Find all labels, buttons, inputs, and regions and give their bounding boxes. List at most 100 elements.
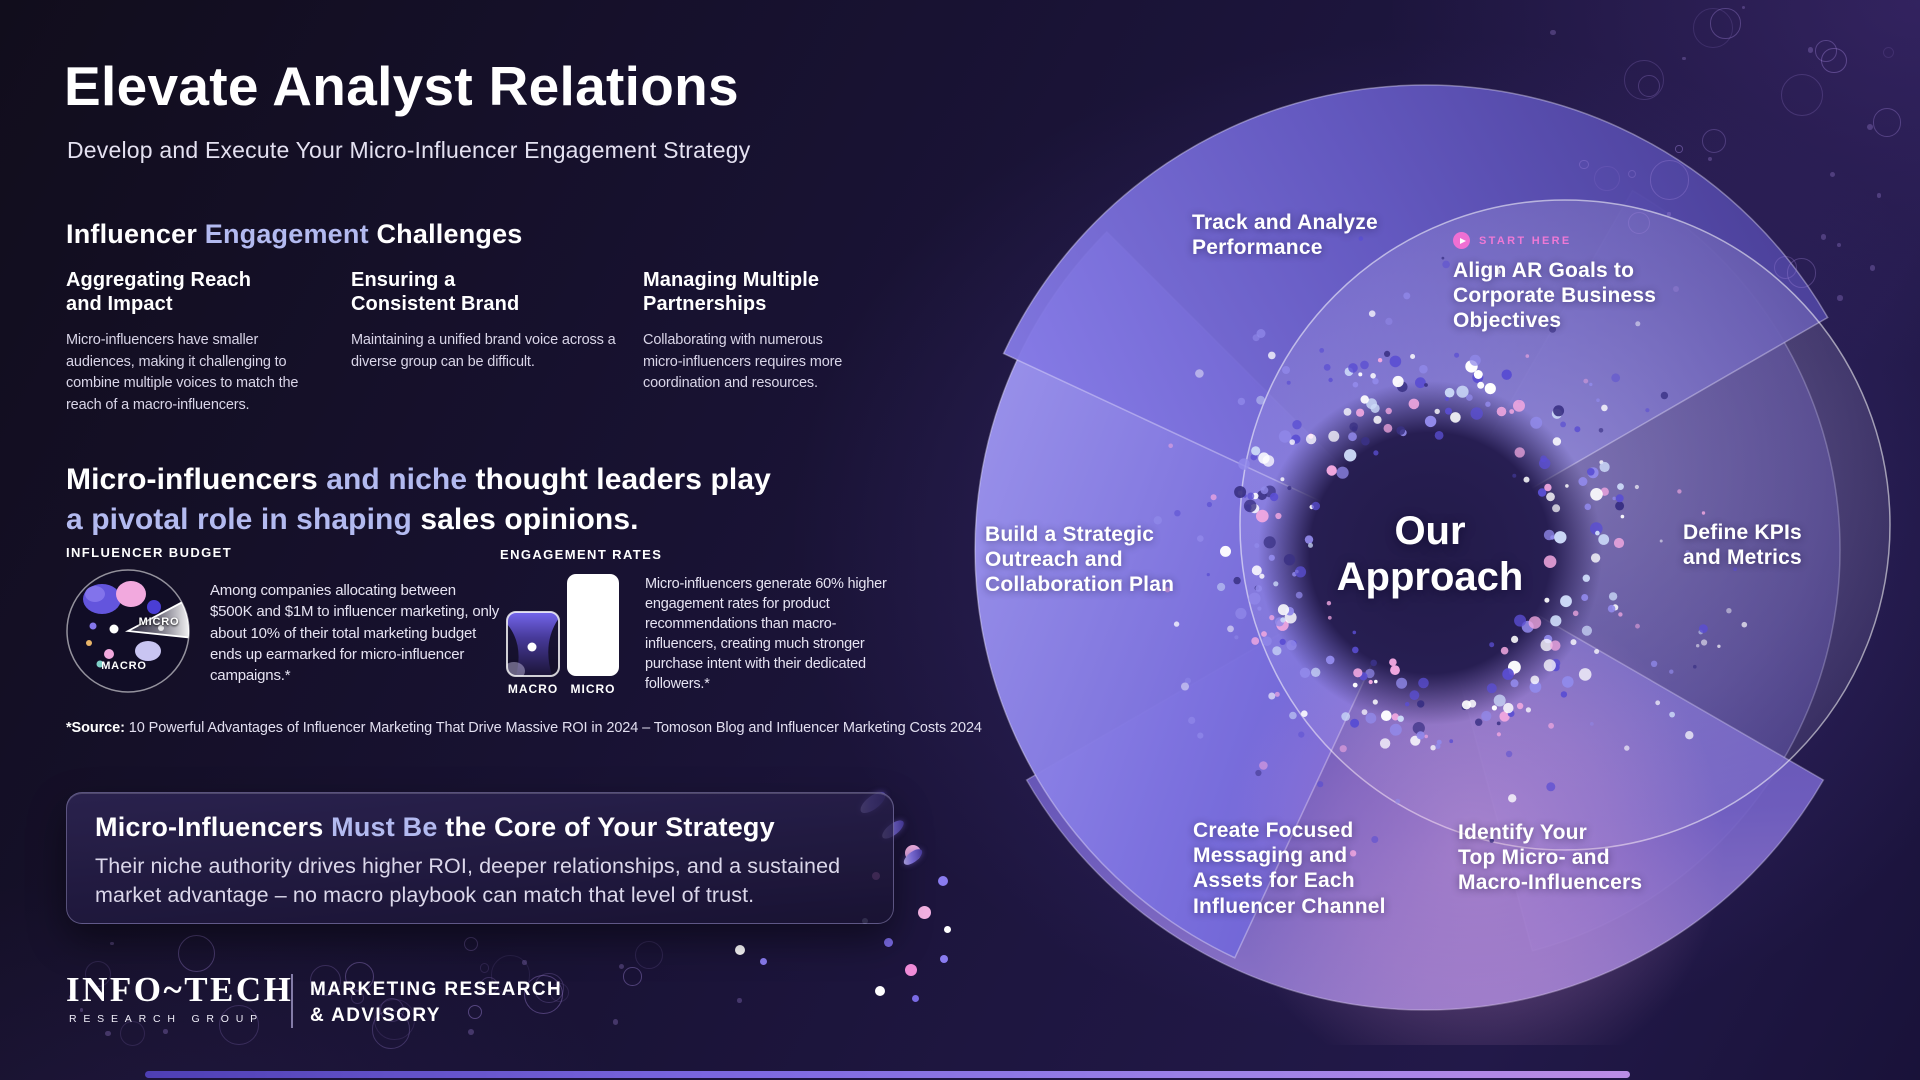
callout-body: Their niche authority drives higher ROI,…: [95, 854, 841, 908]
confetti-dot: [1444, 387, 1455, 398]
confetti-dot: [1275, 512, 1282, 520]
confetti-dot: [1339, 745, 1347, 753]
confetti-dot: [1283, 554, 1296, 566]
confetti-dot: [1525, 707, 1531, 713]
confetti-dot: [1417, 700, 1425, 708]
confetti-dot: [1220, 545, 1231, 557]
confetti-dot: [1248, 592, 1261, 605]
confetti-dot: [1501, 369, 1512, 380]
confetti-dot: [1481, 710, 1492, 722]
decor-dot: [912, 995, 919, 1002]
confetti-dot: [1341, 712, 1351, 721]
challenge-body: Micro-influencers have smaller audiences…: [66, 331, 299, 414]
decor-dot: [905, 845, 921, 861]
confetti-dot: [1197, 535, 1204, 542]
confetti-dot: [1530, 416, 1543, 429]
confetti-dot: [1543, 555, 1557, 568]
confetti-dot: [1206, 573, 1210, 577]
confetti-dot: [1377, 358, 1383, 363]
confetti-dot: [1381, 710, 1392, 721]
confetti-dot: [1741, 621, 1748, 628]
confetti-dot: [1396, 426, 1406, 435]
step-label-define: Define KPIs and Metrics: [1683, 521, 1802, 570]
confetti-dot: [1574, 426, 1581, 433]
confetti-dot: [1206, 501, 1212, 508]
step-label-align: Align AR Goals to Corporate Business Obj…: [1453, 259, 1657, 333]
confetti-dot: [1598, 534, 1610, 545]
confetti-dot: [1409, 690, 1420, 701]
confetti-dot: [1489, 838, 1494, 843]
key-statement: Micro-influencers and niche thought lead…: [66, 460, 771, 540]
confetti-dot: [1613, 537, 1625, 549]
confetti-dot: [1227, 625, 1234, 633]
confetti-dot: [1353, 668, 1363, 678]
confetti-dot: [1608, 592, 1618, 601]
confetti-dot: [1733, 567, 1737, 572]
confetti-dot: [1268, 554, 1275, 561]
confetti-dot: [1379, 738, 1391, 749]
confetti-dot: [1256, 509, 1269, 523]
confetti-dot: [1540, 638, 1553, 652]
budget-stat-label: INFLUENCER BUDGET: [66, 545, 233, 560]
decor-dot: [105, 1030, 111, 1036]
confetti-dot: [1326, 601, 1332, 606]
confetti-dot: [1594, 649, 1600, 654]
confetti-dot: [1365, 712, 1377, 724]
confetti-dot: [1434, 408, 1440, 415]
confetti-dot: [1235, 607, 1247, 620]
source-label: *Source:: [66, 720, 125, 736]
confetti-dot: [1582, 574, 1590, 582]
confetti-dot: [1615, 494, 1624, 503]
step-label-create: Create Focused Messaging and Assets for …: [1193, 819, 1386, 918]
source-note: *Source: 10 Powerful Advantages of Influ…: [66, 720, 982, 736]
confetti-dot: [1513, 399, 1525, 412]
confetti-dot: [1184, 677, 1191, 684]
start-here-badge: START HERE: [1453, 232, 1571, 249]
confetti-dot: [1410, 354, 1416, 359]
confetti-dot: [1358, 372, 1363, 377]
decor-dot: [735, 945, 745, 955]
confetti-dot: [1392, 375, 1404, 388]
start-here-label: START HERE: [1479, 234, 1572, 247]
challenges-heading-pre: Influencer: [66, 219, 205, 249]
approach-wheel-graphic: [974, 84, 1891, 1045]
confetti-dot: [1383, 423, 1393, 433]
confetti-dot: [1247, 492, 1255, 500]
confetti-dot: [1286, 640, 1297, 651]
confetti-dot: [1618, 612, 1623, 617]
confetti-dot: [1361, 709, 1368, 715]
confetti-dot: [1514, 614, 1527, 627]
confetti-dot: [1282, 366, 1290, 374]
challenge-card: Managing Multiple Partnerships Collabora…: [643, 268, 855, 395]
confetti-dot: [1358, 236, 1364, 241]
confetti-dot: [1434, 431, 1444, 440]
confetti-dot: [1590, 522, 1603, 535]
confetti-dot: [1234, 635, 1239, 640]
budget-stat-text: Among companies allocating between $500K…: [210, 582, 500, 685]
confetti-dot: [1371, 836, 1379, 843]
confetti-dot: [1274, 691, 1280, 697]
confetti-dot: [1217, 582, 1226, 592]
confetti-dot: [1295, 591, 1303, 599]
confetti-dot: [1496, 732, 1501, 737]
confetti-dot: [1543, 659, 1556, 672]
confetti-dot: [1560, 595, 1572, 608]
bar-micro: [567, 574, 619, 676]
confetti-dot: [1496, 406, 1507, 417]
confetti-dot: [1590, 488, 1603, 501]
confetti-dot: [1624, 745, 1630, 751]
confetti-dot: [1325, 655, 1335, 665]
confetti-dot: [1366, 398, 1377, 410]
callout-box: Micro-Influencers Must Be the Core of Yo…: [66, 792, 894, 924]
confetti-dot: [1280, 617, 1286, 623]
infotech-logo: INFO~TECH: [66, 970, 294, 1009]
confetti-dot: [1418, 677, 1429, 689]
confetti-dot: [1370, 659, 1377, 667]
confetti-dot: [1611, 373, 1621, 383]
confetti-dot: [1259, 573, 1265, 579]
challenge-body: Maintaining a unified brand voice across…: [351, 331, 616, 370]
decor-dot: [737, 997, 742, 1003]
confetti-dot: [1164, 587, 1171, 593]
confetti-dot: [1416, 731, 1425, 740]
confetti-dot: [1301, 710, 1308, 717]
